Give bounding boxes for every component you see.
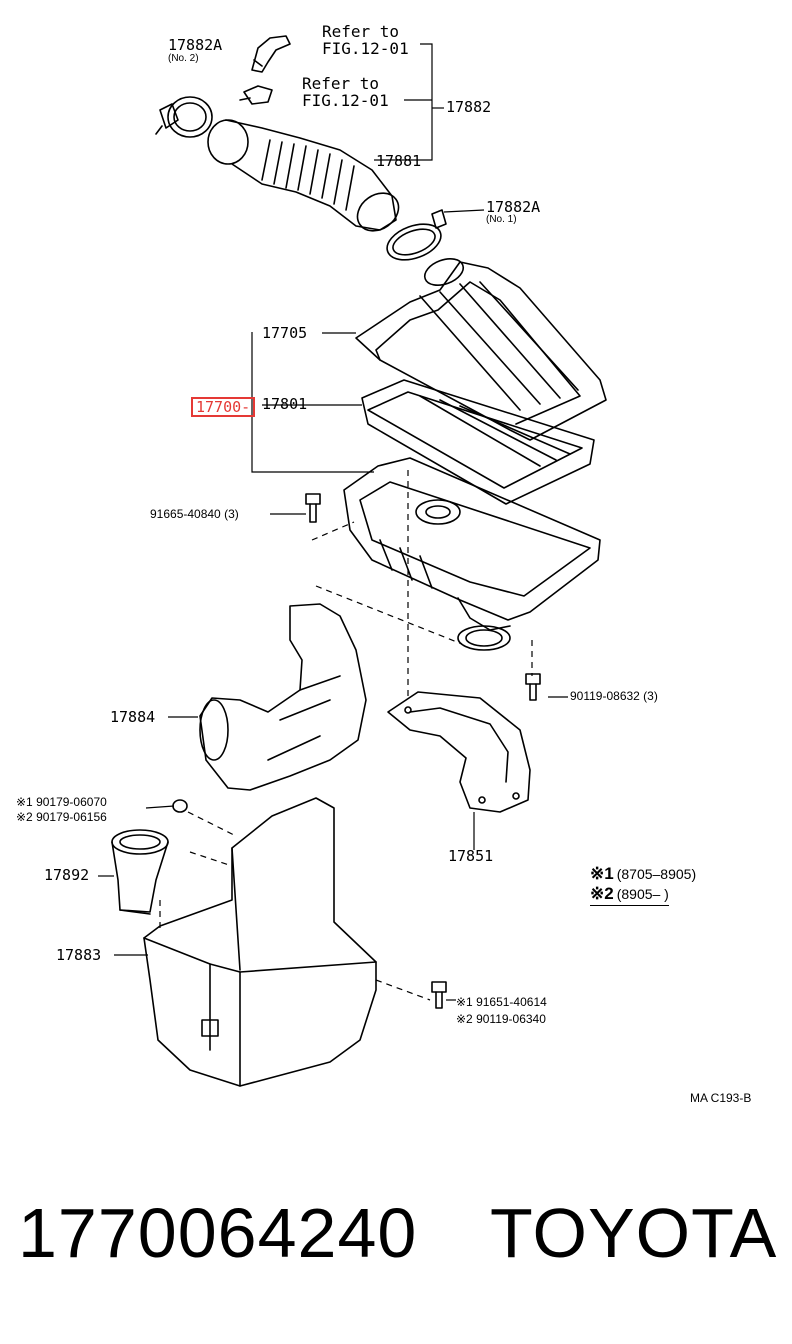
- part-label-90119-08632: 90119-08632 (3): [570, 689, 658, 703]
- air-cleaner-case-lower: [343, 457, 601, 651]
- part-label-90119-06340: ※2 90119-06340: [456, 1012, 546, 1026]
- resonator-17883: [143, 797, 377, 1087]
- exploded-parts-diagram: [98, 35, 607, 1087]
- part-label-17801: 17801: [262, 395, 308, 413]
- part-label-17851: 17851: [448, 847, 494, 865]
- air-filter-element-17801: [361, 379, 595, 505]
- clamp-no2: [155, 96, 213, 138]
- air-duct-17884: [199, 603, 367, 791]
- cap-17892: [111, 829, 169, 915]
- small-hose-lower: [239, 85, 273, 105]
- part-label-17882a-no1: 17882A: [486, 198, 541, 216]
- part-label-91651-40614: ※1 91651-40614: [456, 995, 547, 1009]
- part-label-17882: 17882: [446, 98, 492, 116]
- part-label-17882a-no1-sub: (No. 1): [486, 214, 517, 225]
- intake-hose-17881: [207, 119, 400, 232]
- bolt-91651: [431, 981, 447, 1009]
- part-label-17705: 17705: [262, 324, 308, 342]
- footer-part-number: 1770064240: [18, 1194, 418, 1272]
- air-cleaner-cap-17705: [355, 258, 607, 441]
- part-label-17882a-no2: 17882A: [168, 36, 223, 54]
- diagram-code: MA C193-B: [690, 1091, 752, 1105]
- clamp-no1: [386, 209, 447, 261]
- part-label-17884: 17884: [110, 708, 156, 726]
- part-label-17700-highlighted[interactable]: 17700-: [191, 397, 256, 417]
- part-label-17883: 17883: [56, 946, 102, 964]
- footer-brand: TOYOTA: [490, 1194, 778, 1272]
- bracket-17851: [387, 691, 531, 813]
- grommet-90179: [172, 799, 188, 813]
- legend-row-1: ※1(8705–8905): [590, 864, 697, 883]
- part-label-90179-06156: ※2 90179-06156: [16, 810, 107, 824]
- bolt-90119-08632: [525, 673, 541, 701]
- bolt-91665: [305, 493, 321, 523]
- small-hose-upper: [251, 35, 291, 73]
- part-label-17882a-no2-sub: (No. 2): [168, 53, 199, 64]
- part-label-17892: 17892: [44, 866, 90, 884]
- part-label-17881: 17881: [376, 152, 422, 170]
- legend-row-2: ※2(8905– ): [590, 884, 669, 906]
- part-label-91665: 91665-40840 (3): [150, 507, 239, 521]
- bracket-17882: [420, 43, 433, 161]
- part-label-90179-06070: ※1 90179-06070: [16, 795, 107, 809]
